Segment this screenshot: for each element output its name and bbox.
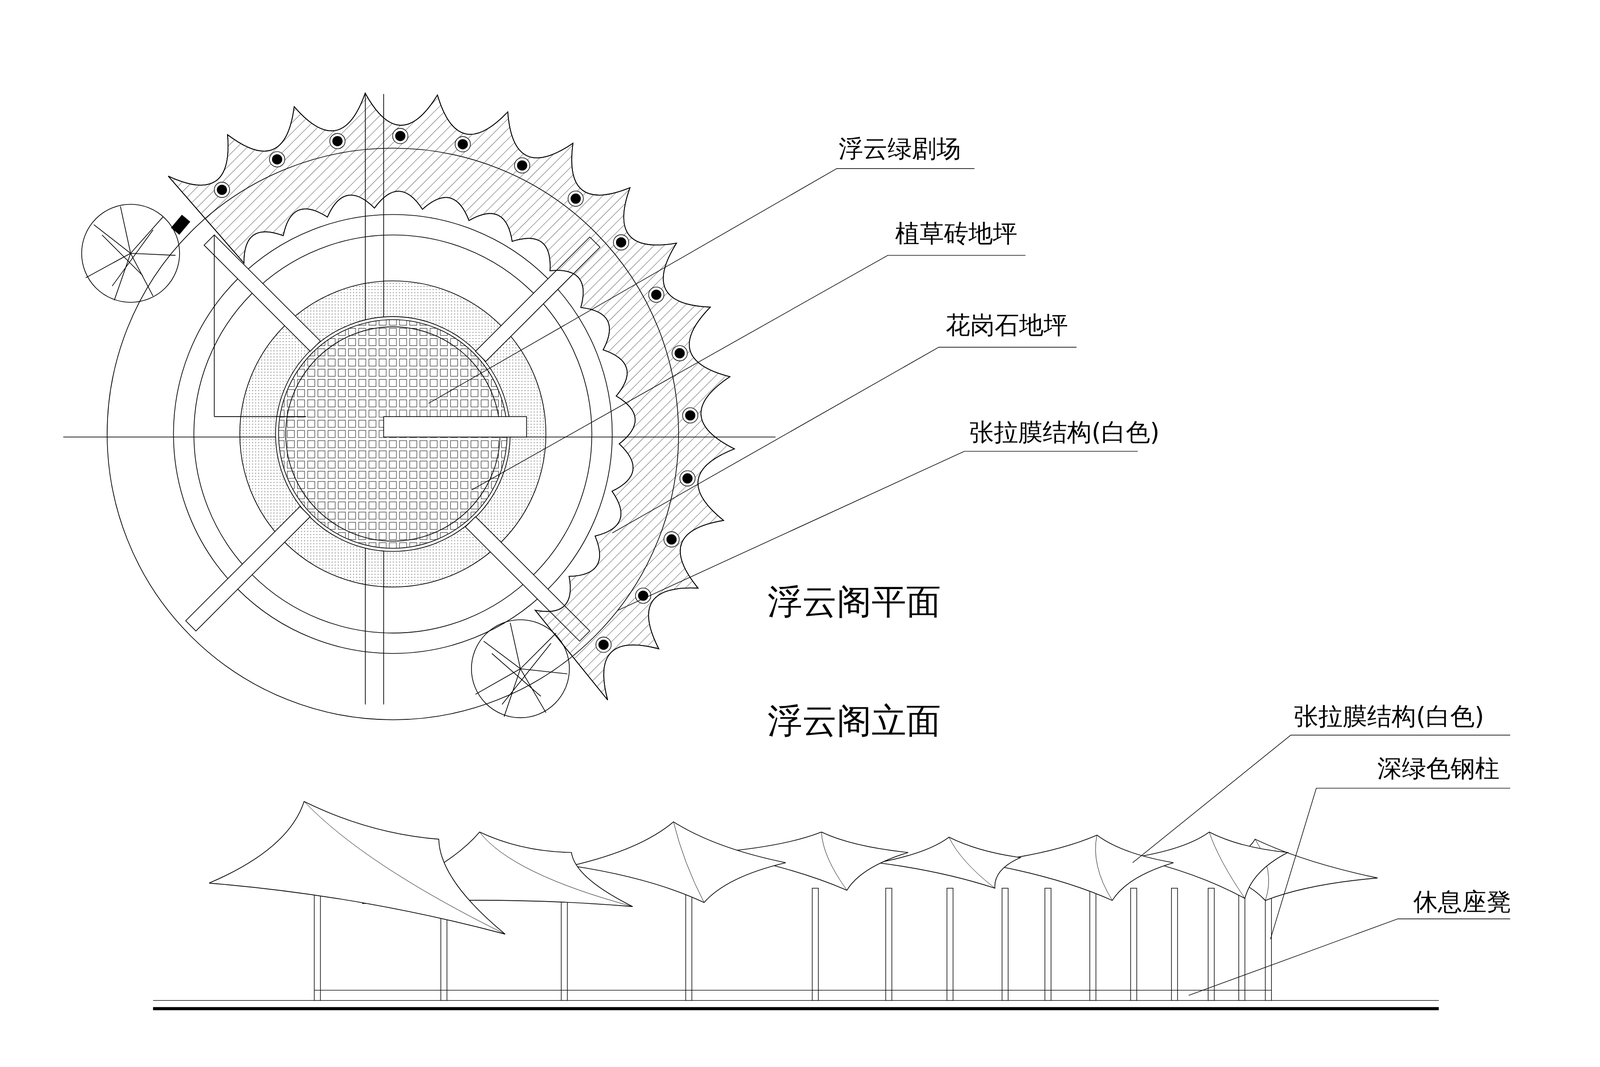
membrane-ridge — [948, 836, 995, 888]
leader-line — [1132, 734, 1510, 995]
steel-column — [685, 888, 692, 1001]
column-ring — [568, 191, 584, 207]
column-ring — [613, 234, 629, 250]
steel-column — [216, 184, 228, 196]
steel-column — [570, 193, 581, 204]
membrane-ridge — [1209, 832, 1245, 899]
label: 休息座凳 — [1413, 887, 1512, 916]
steel-column — [1238, 888, 1245, 1001]
membrane-ridge — [673, 821, 704, 903]
steel-column — [651, 289, 662, 300]
column-ring — [672, 345, 688, 361]
tree-symbol — [81, 204, 180, 303]
membrane-outline — [168, 93, 735, 700]
steel-column — [314, 888, 321, 1001]
steel-column — [682, 473, 693, 484]
steel-column — [272, 154, 283, 165]
steel-column — [1130, 888, 1137, 1001]
membrane-unit — [877, 836, 1020, 888]
steel-column — [812, 888, 819, 1001]
membrane-unit — [979, 834, 1174, 900]
steel-column — [598, 639, 609, 650]
bench — [314, 989, 1272, 991]
steel-column — [1089, 888, 1096, 1001]
steel-column — [395, 130, 406, 141]
membrane-unit — [209, 801, 506, 934]
label: 张拉膜结构(白色) — [969, 418, 1160, 447]
column-ring — [648, 287, 664, 303]
column-ring — [664, 531, 680, 547]
steel-column — [616, 237, 627, 248]
column-ring — [596, 636, 612, 652]
column-ring — [514, 157, 530, 173]
leader-line — [428, 168, 1138, 611]
label: 张拉膜结构(白色) — [1293, 702, 1484, 731]
tree-symbol — [471, 619, 570, 718]
label: 植草砖地坪 — [895, 219, 1018, 248]
view-title: 浮云阁立面 — [767, 700, 941, 741]
membrane-ridge — [479, 832, 633, 907]
steel-column — [947, 888, 954, 1001]
steel-column — [638, 590, 649, 601]
steel-column — [1002, 888, 1009, 1001]
column-ring — [680, 470, 696, 486]
steel-column — [516, 160, 528, 171]
steel-column — [1265, 888, 1272, 1001]
view-title: 浮云阁平面 — [767, 581, 941, 622]
column-ring — [392, 128, 408, 144]
steel-column — [1044, 888, 1052, 1001]
column-ring — [455, 136, 471, 152]
label: 花岗石地坪 — [945, 311, 1068, 340]
steel-column — [1208, 888, 1215, 1001]
steel-column — [674, 348, 685, 359]
label: 深绿色钢柱 — [1377, 754, 1500, 783]
column-ring — [214, 182, 230, 198]
steel-column — [457, 139, 468, 150]
steel-column — [685, 410, 696, 421]
label: 浮云绿剧场 — [838, 134, 961, 163]
steel-column — [666, 534, 677, 545]
ground-line — [152, 1006, 1439, 1010]
column-ring — [269, 151, 285, 167]
membrane-ridge — [821, 832, 847, 891]
steel-column — [332, 136, 343, 147]
membrane-ridge — [1095, 834, 1113, 900]
steel-column — [1171, 888, 1178, 1001]
steel-column — [561, 888, 568, 1001]
membrane-canopy — [168, 93, 735, 700]
membrane-ridge — [304, 801, 505, 934]
column-ring — [682, 407, 698, 423]
column-ring — [329, 133, 345, 149]
steel-column — [885, 888, 892, 1001]
